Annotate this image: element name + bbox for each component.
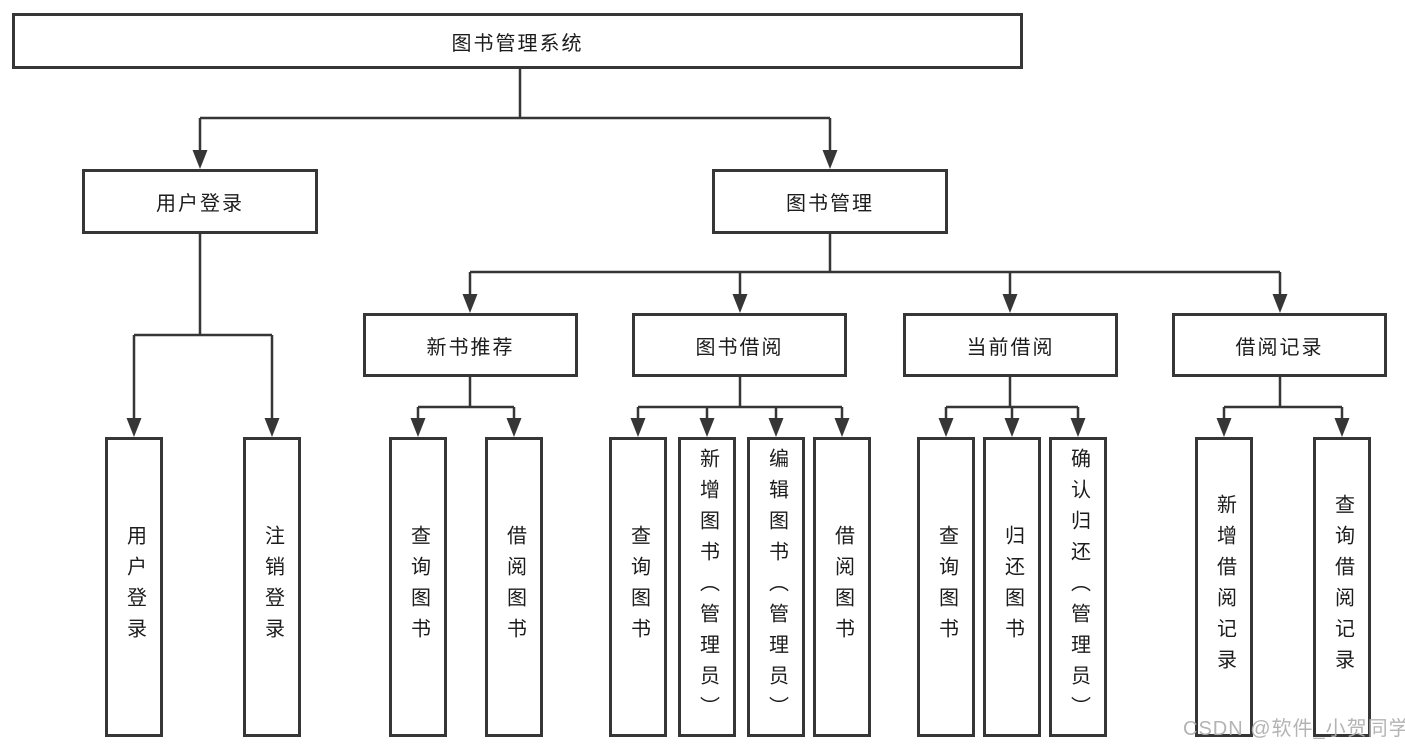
node-label: 新增图书（管理员） — [696, 447, 719, 727]
arrowheads — [126, 150, 1350, 437]
node-label: 用户登录 — [123, 525, 146, 649]
leaf-query-books-borrow: 查询图书 — [609, 437, 667, 737]
node-label: 查询图书 — [627, 525, 650, 649]
node-label: 新增借阅记录 — [1213, 494, 1236, 680]
leaf-query-borrow-record: 查询借阅记录 — [1313, 437, 1371, 737]
node-label: 图书借阅 — [695, 336, 784, 359]
leaf-borrow-books: 借阅图书 — [813, 437, 871, 737]
csdn-watermark: CSDN @软件_小贺同学 — [1183, 718, 1405, 740]
leaf-return-book: 归还图书 — [983, 437, 1041, 737]
leaf-user-login: 用户登录 — [105, 437, 163, 737]
leaf-edit-book-admin: 编辑图书（管理员） — [747, 437, 805, 737]
node-label: 借阅图书 — [831, 525, 854, 649]
node-label: 图书管理系统 — [451, 32, 584, 55]
node-label: 查询图书 — [407, 525, 430, 649]
node-label: 图书管理 — [786, 193, 874, 215]
node-label: 归还图书 — [1001, 525, 1024, 649]
node-label: 查询图书 — [935, 525, 958, 649]
node-label: 确认归还（管理员） — [1067, 447, 1090, 727]
node-new-book-recommend: 新书推荐 — [363, 313, 578, 377]
node-root-system: 图书管理系统 — [12, 13, 1023, 69]
leaf-query-books-recommend: 查询图书 — [389, 437, 447, 737]
leaf-confirm-return-admin: 确认归还（管理员） — [1049, 437, 1107, 737]
node-user-login: 用户登录 — [82, 169, 318, 234]
node-label: 注销登录 — [261, 525, 284, 649]
node-label: 借阅图书 — [503, 525, 526, 649]
node-label: 编辑图书（管理员） — [765, 447, 788, 727]
node-borrowing-records: 借阅记录 — [1172, 313, 1387, 377]
node-label: 当前借阅 — [966, 336, 1055, 359]
node-label: 用户登录 — [156, 193, 244, 215]
leaf-borrow-books-recommend: 借阅图书 — [485, 437, 543, 737]
node-label: 新书推荐 — [426, 336, 515, 359]
leaf-add-book-admin: 新增图书（管理员） — [678, 437, 736, 737]
leaf-logout: 注销登录 — [243, 437, 301, 737]
leaf-query-books-current: 查询图书 — [917, 437, 975, 737]
leaf-add-borrow-record: 新增借阅记录 — [1195, 437, 1253, 737]
node-current-borrowing: 当前借阅 — [903, 313, 1118, 377]
node-book-borrowing: 图书借阅 — [632, 313, 847, 377]
node-label: 借阅记录 — [1235, 336, 1324, 359]
node-book-management: 图书管理 — [712, 169, 948, 234]
node-label: 查询借阅记录 — [1331, 494, 1354, 680]
